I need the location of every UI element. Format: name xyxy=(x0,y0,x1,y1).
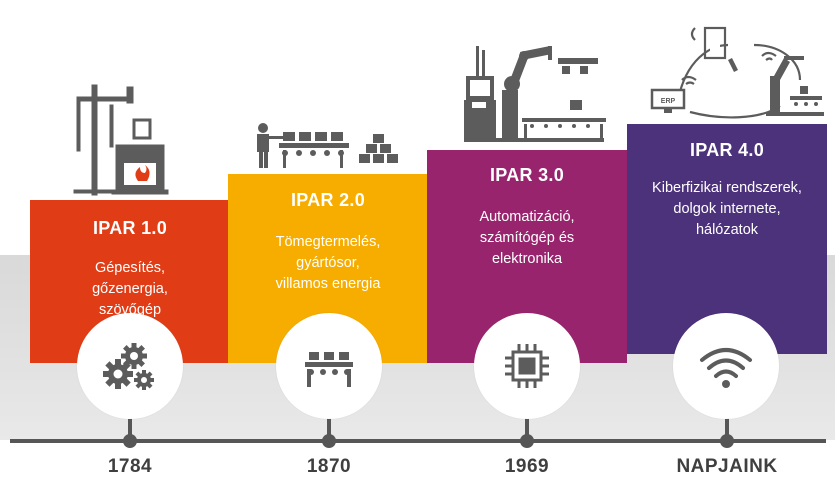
stage-icon-circle xyxy=(673,313,779,419)
desc-line: Kiberfizikai rendszerek, xyxy=(652,180,802,196)
assembly-line-illustration xyxy=(257,123,398,168)
desc-line: elektronika xyxy=(491,251,563,267)
stage-description: Gépesítés, gőzenergia, szövőgép xyxy=(34,258,226,321)
desc-line: Tömegtermelés, xyxy=(275,234,381,250)
timeline-dot xyxy=(520,434,534,448)
desc-line: számítógép és xyxy=(479,230,575,246)
year-label: 1870 xyxy=(306,456,352,477)
desc-line: gyártósor, xyxy=(296,255,360,271)
timeline-line xyxy=(10,439,826,443)
timeline-stem xyxy=(128,400,132,440)
timeline-stem xyxy=(525,400,529,440)
steam-engine-illustration xyxy=(73,84,169,196)
timeline-stem xyxy=(327,400,331,440)
year-label: 1969 xyxy=(504,456,550,477)
year-label: NAPJAINK xyxy=(676,456,778,477)
stage-icon-circle xyxy=(77,313,183,419)
desc-line: gőzenergia, xyxy=(92,281,168,297)
robot-arm-illustration xyxy=(464,46,606,142)
wifi-icon xyxy=(700,348,752,388)
stage-block-ipar-3: IPAR 3.0 Automatizáció, számítógép és el… xyxy=(427,150,627,363)
desc-line: dolgok internete, xyxy=(673,201,781,217)
timeline-dot xyxy=(123,434,137,448)
stage-description: Tömegtermelés, gyártósor, villamos energ… xyxy=(232,232,424,295)
industry-4-network-illustration: ERP xyxy=(650,26,824,119)
stage-description: Kiberfizikai rendszerek, dolgok internet… xyxy=(631,178,823,241)
timeline-dot xyxy=(322,434,336,448)
stage-title: IPAR 3.0 xyxy=(489,165,565,185)
chip-icon xyxy=(505,344,549,388)
timeline-dot xyxy=(720,434,734,448)
erp-label: ERP xyxy=(661,98,676,105)
year-label: 1784 xyxy=(107,456,153,477)
stage-title: IPAR 4.0 xyxy=(689,140,765,160)
desc-line: hálózatok xyxy=(695,222,759,238)
stage-icon-circle xyxy=(276,313,382,419)
stage-description: Automatizáció, számítógép és elektronika xyxy=(431,207,623,270)
gears-icon xyxy=(103,343,154,390)
stage-title: IPAR 1.0 xyxy=(92,218,168,238)
stage-icon-circle xyxy=(474,313,580,419)
desc-line: Gépesítés, xyxy=(94,260,166,276)
desc-line: Automatizáció, xyxy=(479,209,575,225)
desc-line: villamos energia xyxy=(275,276,381,292)
desc-line: szövőgép xyxy=(98,302,162,318)
conveyor-icon xyxy=(305,352,353,387)
timeline-stem xyxy=(725,400,729,440)
stage-title: IPAR 2.0 xyxy=(290,190,366,210)
